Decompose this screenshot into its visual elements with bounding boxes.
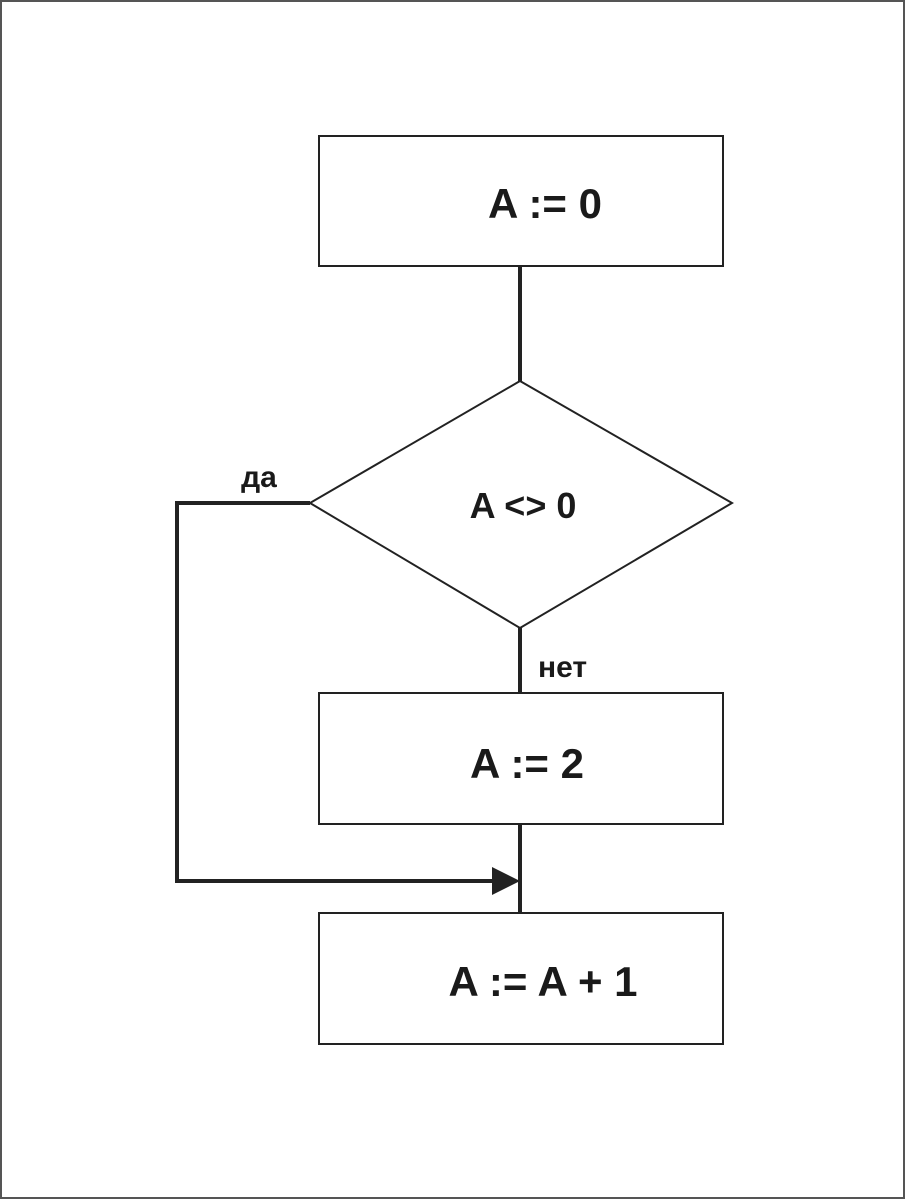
- assign-block-label: A := 2: [470, 740, 584, 787]
- init-block-label: A := 0: [488, 180, 602, 227]
- condition-label: A <> 0: [470, 485, 577, 526]
- increment-block: [318, 912, 724, 1045]
- yes-branch-arrowhead: [492, 867, 520, 895]
- assign-block: [318, 692, 724, 825]
- no-branch-label: нет: [538, 651, 587, 684]
- init-block: [318, 135, 724, 267]
- increment-block-label: A := A + 1: [448, 958, 637, 1005]
- yes-branch-label: да: [241, 461, 277, 494]
- yes-branch-line: [175, 501, 492, 883]
